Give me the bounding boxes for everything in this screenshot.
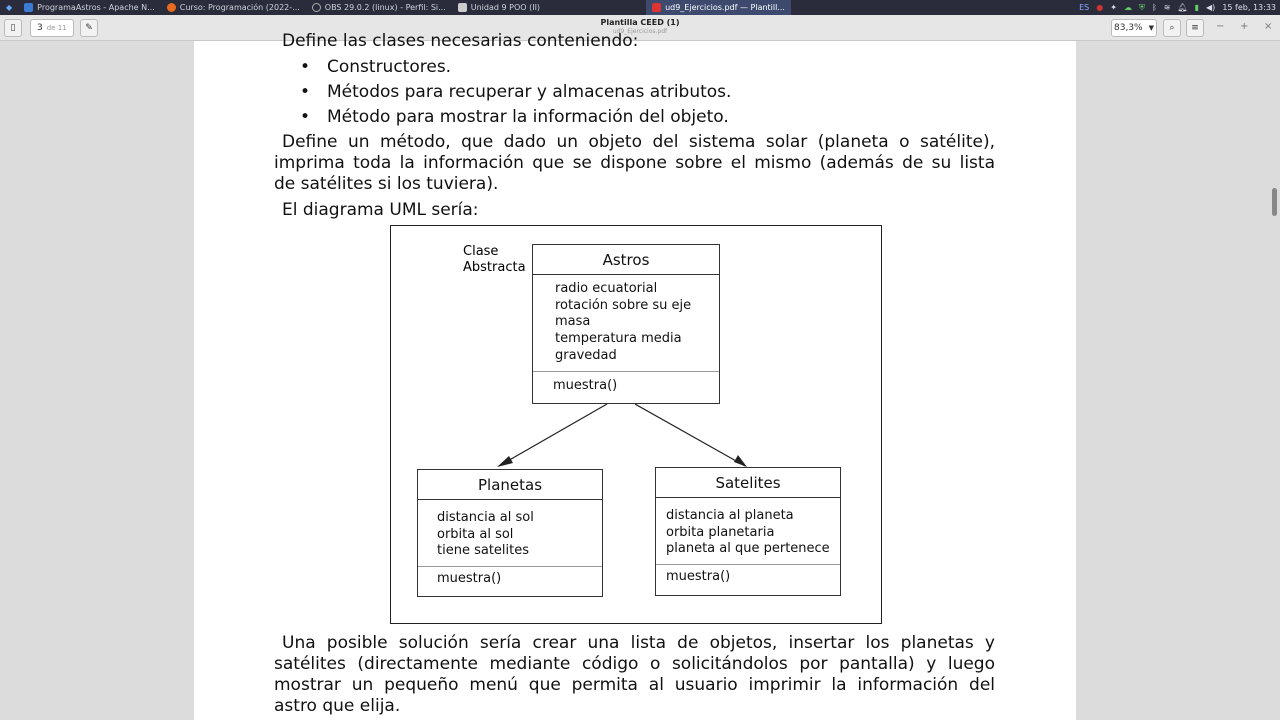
attribute: masa: [555, 314, 591, 330]
keyboard-layout[interactable]: ES: [1079, 3, 1090, 12]
sidebar-toggle-icon[interactable]: ▯: [4, 19, 22, 37]
bullet-icon: •: [300, 82, 311, 102]
wifi-icon[interactable]: ≋: [1163, 3, 1171, 12]
abstract-class-label: Clase Abstracta: [463, 244, 526, 276]
bullet-item: Constructores.: [327, 57, 452, 77]
class-satelites: Satelites distancia al planeta orbita pl…: [655, 467, 841, 596]
window-title: Plantilla CEED (1): [600, 18, 680, 27]
class-name: Astros: [533, 245, 719, 275]
attribute: radio ecuatorial: [555, 281, 658, 296]
clock[interactable]: 15 feb, 13:33: [1222, 3, 1276, 12]
attribute: orbita planetaria: [666, 524, 775, 540]
task-obs[interactable]: OBS 29.0.2 (linux) - Perfil: Si...: [306, 0, 452, 15]
search-icon[interactable]: ⌕: [1163, 19, 1181, 37]
attribute: orbita al sol: [437, 526, 514, 542]
obs-icon: [311, 3, 321, 12]
label-line: Abstracta: [463, 260, 526, 275]
menu-icon[interactable]: ≡: [1186, 19, 1204, 37]
task-folder[interactable]: Unidad 9 POO (II): [452, 0, 546, 15]
task-label: Curso: Programación (2022-...: [179, 3, 300, 12]
start-menu-icon[interactable]: ◆: [6, 3, 13, 12]
method: muestra(): [666, 569, 731, 585]
attribute: distancia al planeta: [666, 508, 794, 523]
uml-intro: El diagrama UML sería:: [282, 200, 479, 220]
shield-icon[interactable]: ⛨: [1138, 2, 1145, 12]
netbeans-icon: [24, 3, 34, 12]
volume-icon[interactable]: ◀): [1206, 3, 1216, 12]
attribute: tiene satelites: [437, 543, 530, 559]
vertical-scrollbar[interactable]: [1272, 188, 1277, 216]
paragraph-line: astro que elija.: [274, 696, 401, 716]
battery-icon[interactable]: ▮: [1194, 3, 1200, 12]
notification-icon[interactable]: 🔔︎: [1177, 3, 1188, 12]
taskbar: ◆ ProgramaAstros - Apache N... Curso: Pr…: [0, 0, 1280, 15]
obs-tray-icon[interactable]: ●: [1096, 3, 1104, 12]
paragraph-line: Define un método, que dado un objeto del…: [282, 132, 995, 152]
task-label: OBS 29.0.2 (linux) - Perfil: Si...: [324, 3, 446, 12]
uml-diagram: Clase Abstracta Astros radio ecuatorial …: [390, 225, 882, 624]
class-name: Satelites: [656, 468, 840, 498]
paragraph-line: mostrar un pequeño menú que permita al u…: [274, 675, 995, 695]
attribute: distancia al sol: [437, 510, 534, 525]
task-label: ProgramaAstros - Apache N...: [37, 3, 155, 12]
cloud-icon[interactable]: ☁: [1123, 3, 1132, 12]
bullet-icon: •: [300, 107, 311, 127]
method: muestra(): [553, 377, 618, 393]
class-astros: Astros radio ecuatorial rotación sobre s…: [532, 244, 720, 404]
page-current: 3: [37, 23, 43, 33]
task-firefox[interactable]: Curso: Programación (2022-...: [161, 0, 306, 15]
annotate-pencil-icon[interactable]: ✎: [80, 19, 98, 37]
firefox-icon: [166, 3, 176, 12]
attribute: planeta al que pertenece: [666, 541, 830, 557]
class-planetas: Planetas distancia al sol orbita al sol …: [417, 469, 603, 597]
zoom-value: 83,3%: [1114, 23, 1143, 33]
chevron-down-icon: ▼: [1148, 24, 1154, 32]
maximize-icon[interactable]: +: [1240, 21, 1249, 32]
bluetooth-icon[interactable]: ᛒ: [1151, 3, 1157, 12]
bullet-item: Método para mostrar la información del o…: [327, 107, 729, 127]
attribute: rotación sobre su eje: [555, 297, 692, 313]
task-pdf[interactable]: ud9_Ejercicios.pdf — Plantill...: [646, 0, 791, 15]
pdf-page: Define las clases necesarias conteniendo…: [194, 31, 1076, 720]
paragraph-line: de satélites si los tuviera).: [274, 174, 499, 194]
minimize-icon[interactable]: −: [1216, 21, 1225, 32]
close-icon[interactable]: ×: [1264, 21, 1273, 32]
system-tray: ES ● ✦ ☁ ⛨ ᛒ ≋ 🔔︎ ▮ ◀) 15 feb, 13:33: [1079, 0, 1276, 15]
task-netbeans[interactable]: ProgramaAstros - Apache N...: [18, 0, 161, 15]
task-label: Unidad 9 POO (II): [470, 3, 541, 12]
task-label: ud9_Ejercicios.pdf — Plantill...: [665, 3, 785, 12]
method: muestra(): [437, 571, 502, 587]
folder-icon: [457, 3, 467, 12]
window-subtitle: ud9_Ejercicios.pdf: [612, 28, 668, 35]
attribute: temperatura media: [555, 331, 682, 347]
zoom-select[interactable]: 83,3% ▼: [1111, 19, 1157, 37]
dropbox-icon[interactable]: ✦: [1110, 3, 1117, 12]
pdf-icon: [652, 3, 662, 12]
attribute: gravedad: [555, 347, 617, 363]
paragraph-line: Una posible solución sería crear una lis…: [282, 633, 995, 653]
paragraph-line: imprima toda la información que se dispo…: [274, 153, 995, 173]
bullet-item: Métodos para recuperar y almacenas atrib…: [327, 82, 732, 102]
class-name: Planetas: [418, 470, 602, 500]
label-line: Clase: [463, 244, 499, 259]
page-total: de 11: [46, 24, 67, 32]
text-line: Define las clases necesarias conteniendo…: [282, 31, 639, 51]
inheritance-arrows: [497, 403, 747, 467]
paragraph-line: satélites (directamente mediante código …: [274, 654, 995, 674]
bullet-icon: •: [300, 57, 311, 77]
